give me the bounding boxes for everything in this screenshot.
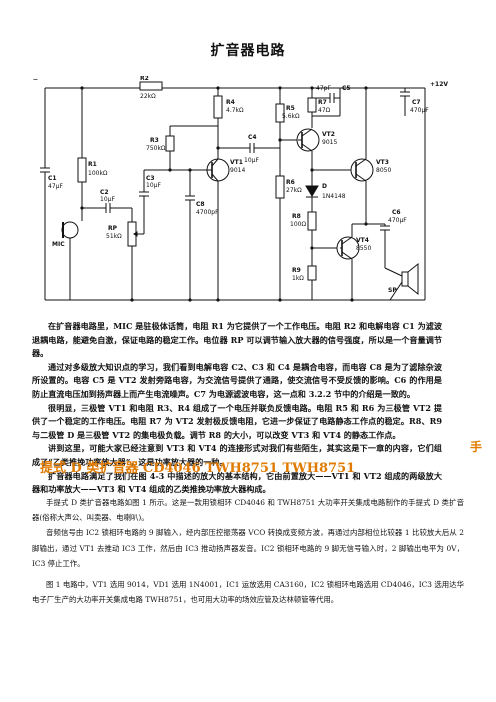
diode-value: 1N4148 (322, 193, 346, 200)
vcc-label: +12V (430, 81, 448, 88)
vt4-label: VT4 (356, 237, 369, 244)
description-paragraph: 讲到这里，可能大家已经注意到 VT3 和 VT4 的连接形式对我们有些陌生，其实… (32, 443, 442, 467)
rp-value: 51kΩ (106, 233, 122, 240)
r9-value: 1kΩ (292, 275, 304, 282)
r1-value: 100kΩ (88, 170, 108, 177)
c6-value: 470μF (388, 217, 407, 224)
c2-value: 10μF (100, 196, 115, 203)
section-body: 手提式 D 类扩音器电路如图 1 所示。这是一款用锁相环 CD4046 和 TW… (32, 495, 464, 607)
heading-first-char: 手 (470, 440, 483, 454)
r6-label: R6 (286, 179, 295, 186)
r1-label: R1 (88, 161, 97, 168)
rp-label: RP (108, 225, 118, 232)
body-paragraph: 图 1 电路中，VT1 选用 9014，VD1 选用 1N4001，IC1 运放… (32, 580, 464, 605)
c8-label: C8 (196, 201, 205, 208)
c1-value: 47μF (48, 183, 63, 190)
r6-value: 27kΩ (286, 187, 302, 194)
r8-label: R8 (292, 213, 301, 220)
page-dash-mark: – (33, 74, 38, 85)
c3-label: C3 (146, 175, 155, 182)
section-heading: 提式 D 类扩音器 CD4046 TWH8751 TWH8751 (40, 461, 356, 476)
body-paragraph: 手提式 D 类扩音器电路如图 1 所示。这是一款用锁相环 CD4046 和 TW… (32, 498, 464, 523)
c7-value: 470μF (410, 107, 429, 114)
r2-label: R2 (140, 76, 149, 82)
c4-label: C4 (248, 134, 257, 141)
speaker-label: SP (388, 287, 397, 294)
r9-label: R9 (292, 267, 301, 274)
amplifier-circuit-diagram: +12V R2 22kΩ R1 100kΩ C1 47μF MIC C2 10μ… (40, 76, 448, 302)
c2-label: C2 (100, 189, 109, 196)
description-paragraph: 很明显，三极管 VT1 和电阻 R3、R4 组成了一个电压并联负反馈电路。电阻 … (32, 402, 442, 440)
vt3-value: 8050 (376, 167, 391, 174)
vt1-label: VT1 (230, 159, 243, 166)
c4-value: 10μF (244, 157, 259, 164)
c3-value: 10μF (146, 182, 161, 189)
vt4-value: 8550 (356, 245, 371, 252)
body-paragraph: 音频信号由 IC2 锁相环电路的 9 脚输入，经内部压控振荡器 VCO 转换成变… (32, 528, 464, 568)
c5-value: 47pF (316, 85, 331, 92)
circuit-description: 在扩音器电路里，MIC 是驻极体话筒，电阻 R1 为它提供了一个工作电压。电阻 … (32, 320, 442, 497)
diode-label: D (322, 183, 327, 190)
r4-value: 4.7kΩ (226, 107, 244, 114)
c6-label: C6 (392, 209, 401, 216)
r7-label: R7 (318, 99, 327, 106)
mic-label: MIC (52, 241, 65, 248)
vt2-value: 9015 (322, 139, 337, 146)
vt1-value: 9014 (230, 167, 245, 174)
description-paragraph: 在扩音器电路里，MIC 是驻极体话筒，电阻 R1 为它提供了一个工作电压。电阻 … (32, 321, 442, 359)
r7-value: 47Ω (318, 107, 331, 114)
vt2-label: VT2 (322, 131, 335, 138)
r5-value: 5.6kΩ (282, 113, 300, 120)
r5-label: R5 (286, 105, 295, 112)
r3-value: 750kΩ (146, 145, 166, 152)
c7-label: C7 (412, 99, 421, 106)
r4-label: R4 (226, 99, 235, 106)
r8-value: 100Ω (290, 221, 306, 228)
c5-label: C5 (342, 85, 351, 92)
c8-value: 4700pF (196, 209, 219, 216)
description-paragraph: 通过对多级放大知识点的学习，我们看到电解电容 C2、C3 和 C4 是耦合电容，… (32, 361, 442, 399)
description-paragraph: 扩音器电路满足了我们在图 4-3 中描述的放大的基本结构，它由前置放大——VT1… (32, 470, 442, 495)
vt3-label: VT3 (376, 159, 389, 166)
r2-value: 22kΩ (140, 93, 156, 100)
page-title: 扩音器电路 (210, 43, 286, 59)
c1-label: C1 (48, 175, 57, 182)
r3-label: R3 (150, 137, 159, 144)
